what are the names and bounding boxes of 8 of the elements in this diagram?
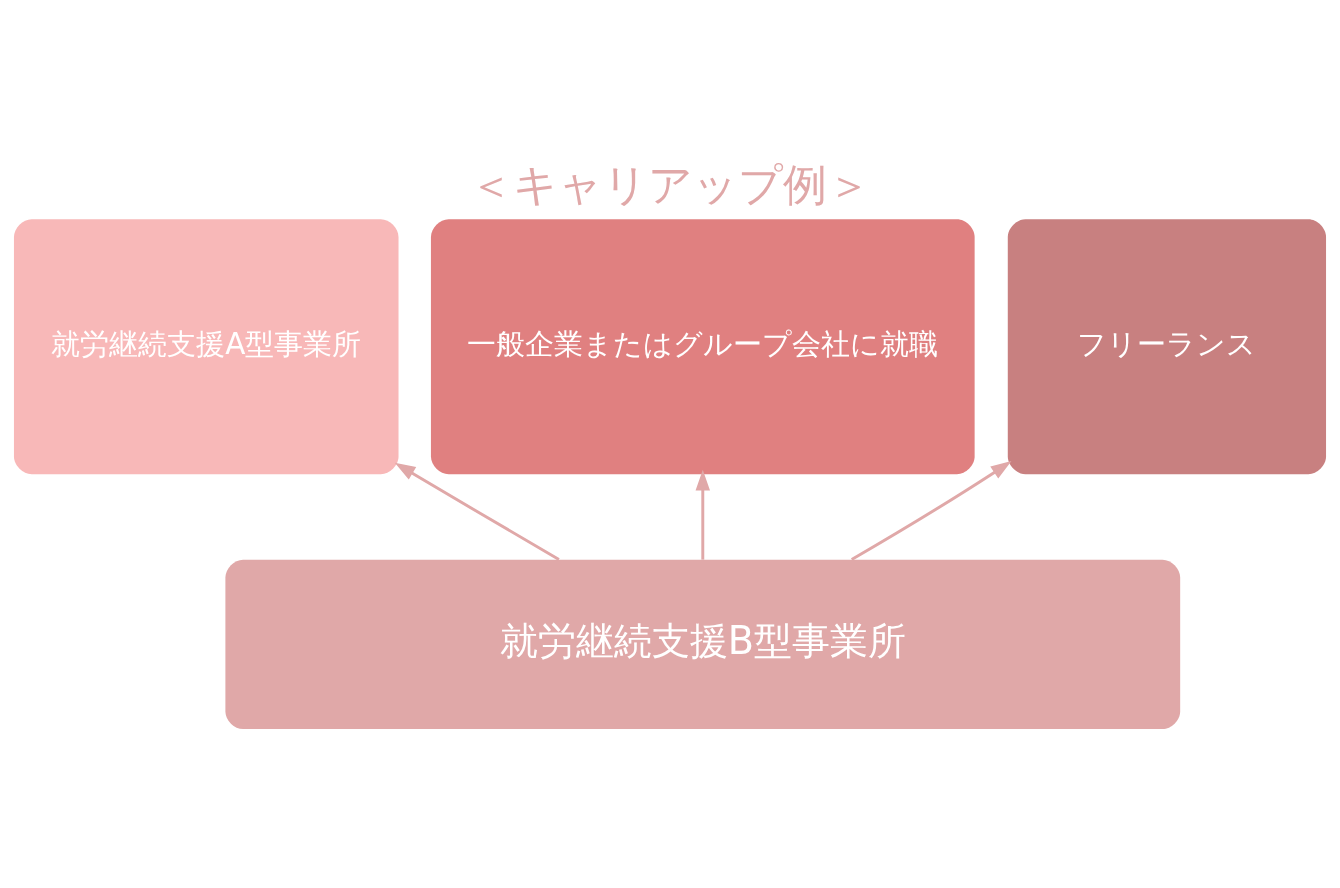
arrow [695, 469, 710, 560]
diagram-title: ＜キャリアップ例＞ [469, 159, 871, 211]
arrow [394, 462, 560, 561]
arrow [850, 461, 1012, 561]
node-box: 就労継続支援B型事業所 [225, 559, 1181, 730]
node-box: フリーランス [1007, 219, 1327, 475]
node-box: 一般企業またはグループ会社に就職 [430, 219, 975, 475]
node-box: 就労継続支援A型事業所 [13, 219, 399, 475]
